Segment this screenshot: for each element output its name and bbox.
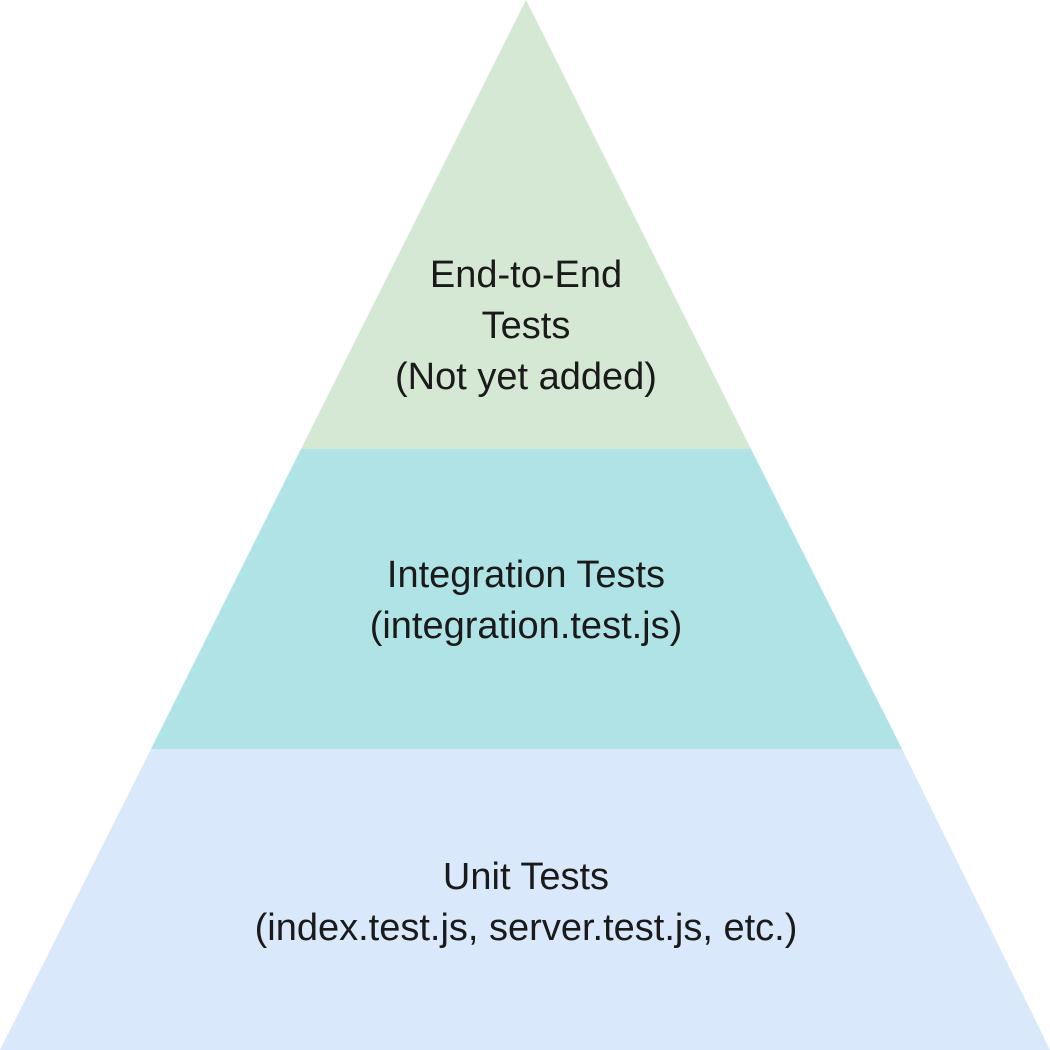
tier-label-line: Unit Tests bbox=[443, 856, 609, 898]
tier-shape-unit bbox=[0, 749, 1050, 1050]
pyramid-tier-end-to-end: End-to-End Tests (Not yet added) bbox=[301, 0, 751, 449]
tier-label-line: End-to-End bbox=[430, 254, 622, 296]
tier-shape-end-to-end bbox=[301, 0, 751, 449]
tier-label-line: Tests bbox=[482, 305, 571, 347]
tier-label-line: (integration.test.js) bbox=[370, 605, 683, 647]
tier-shape-integration bbox=[151, 449, 902, 749]
pyramid-tier-unit: Unit Tests (index.test.js, server.test.j… bbox=[0, 749, 1050, 1050]
tier-label-line: Integration Tests bbox=[387, 554, 665, 596]
tier-label-line: (index.test.js, server.test.js, etc.) bbox=[255, 907, 798, 949]
tier-label-line: (Not yet added) bbox=[395, 356, 657, 398]
pyramid-tier-integration: Integration Tests (integration.test.js) bbox=[151, 449, 902, 749]
